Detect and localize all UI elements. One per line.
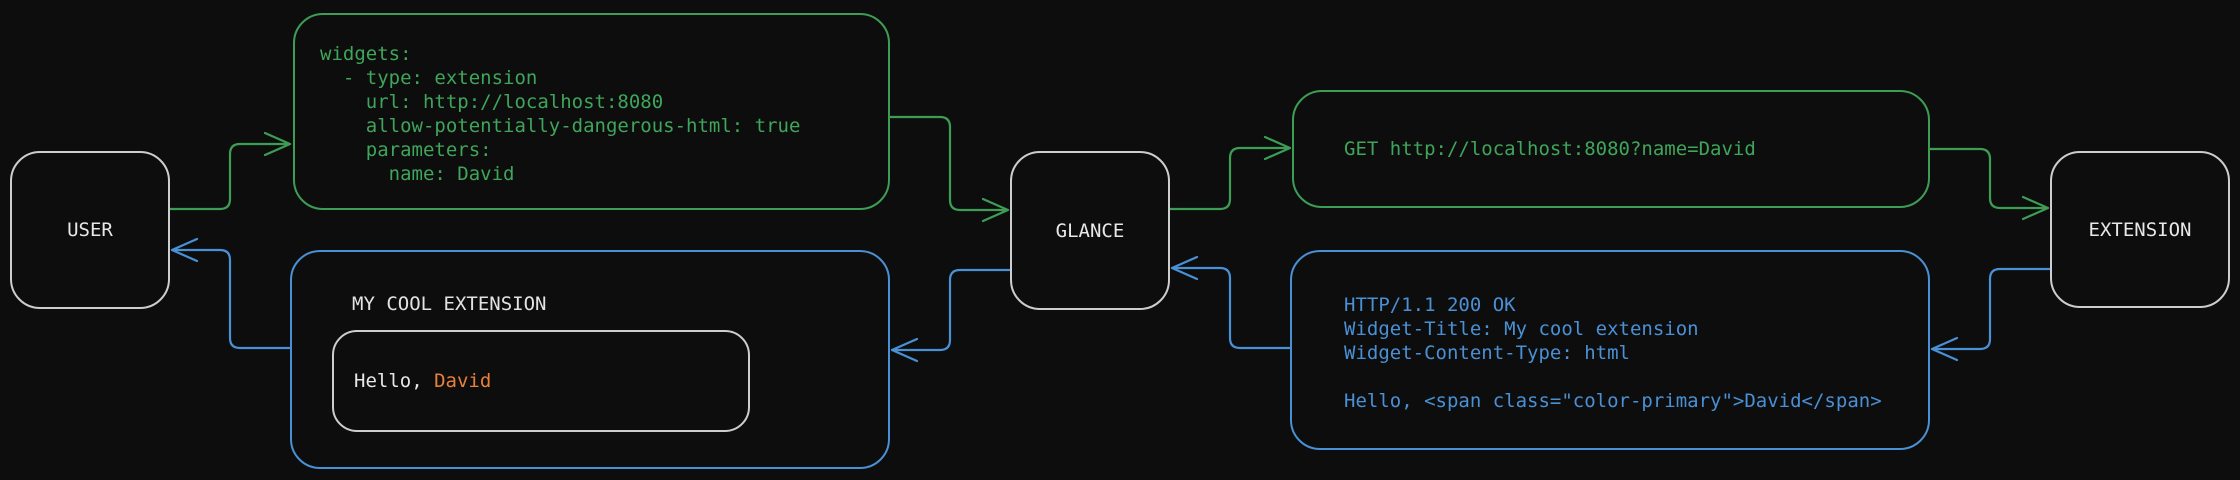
yaml-config-box: widgets: - type: extension url: http://l… <box>293 13 890 210</box>
edge-response-to-glance-arrow <box>1170 255 1292 350</box>
http-request-line: GET http://localhost:8080?name=David <box>1344 138 1756 160</box>
widget-title: MY COOL EXTENSION <box>352 293 547 315</box>
http-response-line: HTTP/1.1 200 OK <box>1344 294 1516 316</box>
yaml-line: widgets: <box>320 43 412 65</box>
edge-glance-to-request-arrow <box>1168 135 1292 211</box>
greeting-name: David <box>434 370 492 392</box>
edge-glance-to-widget-arrow <box>890 268 1012 363</box>
edge-widget-to-user-arrow <box>170 237 292 350</box>
yaml-line: url: http://localhost:8080 <box>320 91 664 113</box>
greeting-prefix: Hello, <box>354 370 435 392</box>
yaml-line: parameters: <box>320 139 492 161</box>
http-response-line: Widget-Content-Type: html <box>1344 342 1630 364</box>
edge-request-to-extension-arrow <box>1928 147 2050 221</box>
edge-config-to-glance-arrow <box>888 115 1010 223</box>
node-glance-label: GLANCE <box>1055 219 1125 242</box>
http-request-box: GET http://localhost:8080?name=David <box>1292 90 1930 208</box>
edge-extension-to-response-arrow <box>1930 267 2052 362</box>
node-user: USER <box>10 151 170 309</box>
node-user-label: USER <box>67 219 113 241</box>
widget-inner-box: Hello, David <box>332 330 750 432</box>
yaml-line: - type: extension <box>320 67 538 89</box>
node-glance: GLANCE <box>1010 151 1170 310</box>
rendered-widget-box: MY COOL EXTENSION Hello, David <box>290 250 890 469</box>
http-response-line <box>1344 365 1928 389</box>
node-extension: EXTENSION <box>2050 151 2230 308</box>
node-extension-label: EXTENSION <box>2088 218 2192 241</box>
yaml-line: name: David <box>320 163 515 185</box>
yaml-line: allow-potentially-dangerous-html: true <box>320 115 801 137</box>
http-response-line: Hello, <span class="color-primary">David… <box>1344 390 1882 412</box>
edge-user-to-config-arrow <box>168 131 292 211</box>
http-response-line: Widget-Title: My cool extension <box>1344 318 1699 340</box>
http-response-box: HTTP/1.1 200 OK Widget-Title: My cool ex… <box>1290 250 1930 450</box>
